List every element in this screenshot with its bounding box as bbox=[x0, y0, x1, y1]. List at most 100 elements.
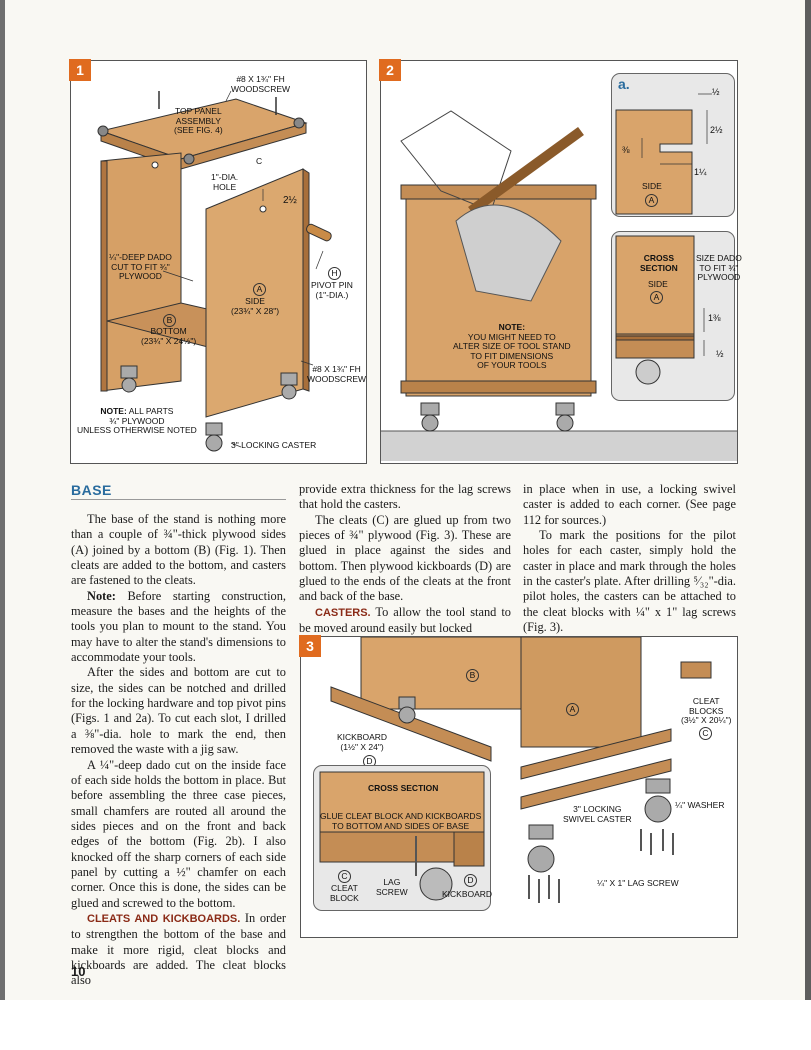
label-line: (SEE FIG. 4) bbox=[174, 125, 223, 135]
paragraph: in place when in use, a locking swivel c… bbox=[523, 482, 736, 527]
label-line: #8 x 1¾" Fh bbox=[236, 74, 285, 84]
paragraph: After the sides and bottom are cut to si… bbox=[71, 665, 286, 757]
label-line: 3" LOCKING bbox=[573, 804, 622, 814]
label-line: CROSS bbox=[643, 253, 674, 263]
run-in-head: Cleats and Kickboards. bbox=[87, 912, 241, 925]
part-tag-a: A bbox=[253, 283, 266, 296]
detail-b: b. CROSS SECTION SIDE A SIZE DADO TO FIT… bbox=[611, 231, 742, 401]
scan-edge-left bbox=[0, 0, 5, 1000]
paragraph: provide extra thickness for the lag scre… bbox=[299, 482, 511, 512]
side-label: SIDE bbox=[648, 279, 668, 289]
label-line: PIVOT PIN bbox=[311, 280, 353, 290]
text-column-3: in place when in use, a locking swivel c… bbox=[523, 482, 736, 635]
page-number: 10 bbox=[71, 964, 86, 979]
lag-screw-label: ¼" x 1" LAG SCREW bbox=[597, 878, 679, 888]
glue-note: GLUE CLEAT BLOCK AND KICKBOARDS TO BOTTO… bbox=[320, 811, 481, 831]
note-label: NOTE: ALL PARTS ¾" PLYWOOD UNLESS OTHERW… bbox=[77, 406, 197, 436]
paragraph: A ¼"-deep dado cut on the inside face of… bbox=[71, 757, 286, 910]
top-panel-label: TOP PANEL ASSEMBLY (SEE FIG. 4) bbox=[174, 106, 223, 136]
screw-bottom-label: #8 x 1¾" Fh WOODSCREW bbox=[307, 364, 367, 384]
cross-section-label: CROSS SECTION bbox=[640, 253, 678, 273]
label-line: ALTER SIZE OF TOOL STAND bbox=[453, 341, 571, 351]
side-label: SIDE bbox=[642, 181, 662, 191]
cleat-cross-section-drawing bbox=[319, 771, 485, 901]
pivot-pin-label: PIVOT PIN (1"-DIA.) bbox=[311, 280, 353, 300]
bottom-label: BOTTOM (23¾" x 24½") bbox=[141, 326, 197, 346]
hole-mark: C bbox=[256, 156, 263, 166]
label-line: CUT TO FIT ¾" bbox=[111, 261, 170, 272]
size-dado-label: SIZE DADO TO FIT ¾" PLYWOOD bbox=[696, 253, 742, 283]
hole-dimension: 2½ bbox=[283, 195, 297, 206]
part-tag-h: H bbox=[328, 267, 341, 280]
paragraph: Casters. To allow the tool stand to be m… bbox=[299, 605, 511, 637]
cross-section-title: CROSS SECTION bbox=[368, 783, 439, 794]
detail-tag: a. bbox=[618, 76, 630, 92]
label-line: TO FIT ¾" bbox=[699, 262, 739, 273]
label-line: UNLESS OTHERWISE NOTED bbox=[77, 425, 197, 435]
label-line: #8 x 1¾" Fh bbox=[312, 364, 361, 374]
paragraph: Note: Before starting construction, meas… bbox=[71, 589, 286, 666]
detail-a: a. ½ 2½ ⅜ 1¼ SIDE A bbox=[611, 73, 735, 217]
label-line: SCREW bbox=[376, 886, 408, 897]
label-line: ALL PARTS bbox=[128, 406, 174, 416]
label-line: CLEAT bbox=[331, 883, 358, 893]
lag-screw-label: LAG SCREW bbox=[376, 877, 408, 897]
label-line: BLOCK bbox=[330, 892, 359, 903]
part-tag-c: C bbox=[338, 870, 351, 883]
text-column-1: The base of the stand is nothing more th… bbox=[71, 512, 286, 989]
paragraph: The cleats (C) are glued up from two pie… bbox=[299, 512, 511, 604]
dim-label: ½ bbox=[716, 349, 724, 359]
dim-label: 1⅜ bbox=[708, 313, 721, 323]
assembled-stand-illustration bbox=[381, 110, 737, 461]
paragraph-text: Before starting construction, measure th… bbox=[71, 588, 286, 665]
label-line: ASSEMBLY bbox=[175, 115, 221, 126]
label-line: ¾" PLYWOOD bbox=[109, 415, 165, 426]
label-line: TOP PANEL bbox=[174, 106, 222, 116]
paragraph-text: To allow the tool stand to be moved arou… bbox=[299, 604, 512, 636]
label-line: WOODSCREW bbox=[307, 373, 367, 384]
label-line: CROSS SECTION bbox=[368, 783, 439, 793]
label-line: CLEAT bbox=[692, 696, 720, 706]
paragraph: Cleats and Kickboards. In order to stren… bbox=[71, 911, 286, 989]
washer-label: ¼" WASHER bbox=[675, 800, 725, 810]
label-line: OF YOUR TOOLS bbox=[477, 360, 547, 370]
figure-number: 1 bbox=[69, 59, 91, 81]
dado-label: ¼"-DEEP DADO CUT TO FIT ¾" PLYWOOD bbox=[109, 252, 172, 282]
label-line: SIDE bbox=[245, 296, 265, 306]
label-line: (1"-DIA.) bbox=[315, 289, 349, 300]
label-line: (23¾" x 24½") bbox=[141, 335, 197, 346]
note-head: NOTE: bbox=[498, 322, 526, 332]
label-line: SIZE DADO bbox=[696, 253, 742, 263]
paragraph: The base of the stand is nothing more th… bbox=[71, 512, 286, 588]
label-line: TO BOTTOM AND SIDES OF BASE bbox=[332, 820, 470, 831]
label-line: LAG bbox=[383, 877, 401, 887]
paragraph-text: In order to strengthen the bottom of the… bbox=[71, 910, 286, 988]
figure-1: 1 bbox=[69, 59, 367, 464]
base-exploded-illustration bbox=[97, 90, 332, 452]
text-column-2: provide extra thickness for the lag scre… bbox=[299, 482, 511, 636]
label-line: HOLE bbox=[212, 181, 237, 192]
label-line: (1½" x 24") bbox=[340, 741, 384, 752]
label-line: SECTION bbox=[640, 262, 678, 273]
label-line: (3½" x 20¼") bbox=[681, 715, 732, 725]
figure-3: 3 B A CLEAT BLOCKS (3½" x 20¼") C KICKB bbox=[299, 635, 738, 938]
cleat-blocks-label: CLEAT BLOCKS (3½" x 20¼") bbox=[681, 696, 732, 726]
label-line: BOTTOM bbox=[150, 326, 187, 336]
kickboard-label: KICKBOARD bbox=[442, 889, 493, 899]
caster-label: 3" LOCKING SWIVEL CASTER bbox=[563, 804, 632, 824]
part-tag-d: D bbox=[464, 874, 477, 887]
section-rule bbox=[71, 499, 286, 500]
caster-label: 3" LOCKING CASTER bbox=[231, 440, 317, 450]
figure-number: 2 bbox=[379, 59, 401, 81]
label-line: SWIVEL CASTER bbox=[563, 813, 632, 824]
scan-edge-right bbox=[805, 0, 811, 1000]
figure-number: 3 bbox=[299, 635, 321, 657]
part-tag-a: A bbox=[645, 194, 658, 207]
run-in-head: Casters. bbox=[315, 606, 371, 619]
detail-a: a. CROSS SECTION GLUE CLEAT BLOCK AND KI… bbox=[313, 765, 493, 911]
run-in-head: Note: bbox=[87, 588, 116, 603]
part-tag-b: B bbox=[466, 669, 479, 682]
label-line: ¼"-DEEP DADO bbox=[109, 252, 172, 262]
note-label: NOTE: YOU MIGHT NEED TO ALTER SIZE OF TO… bbox=[453, 322, 571, 371]
dim-label: ½ bbox=[712, 87, 720, 97]
